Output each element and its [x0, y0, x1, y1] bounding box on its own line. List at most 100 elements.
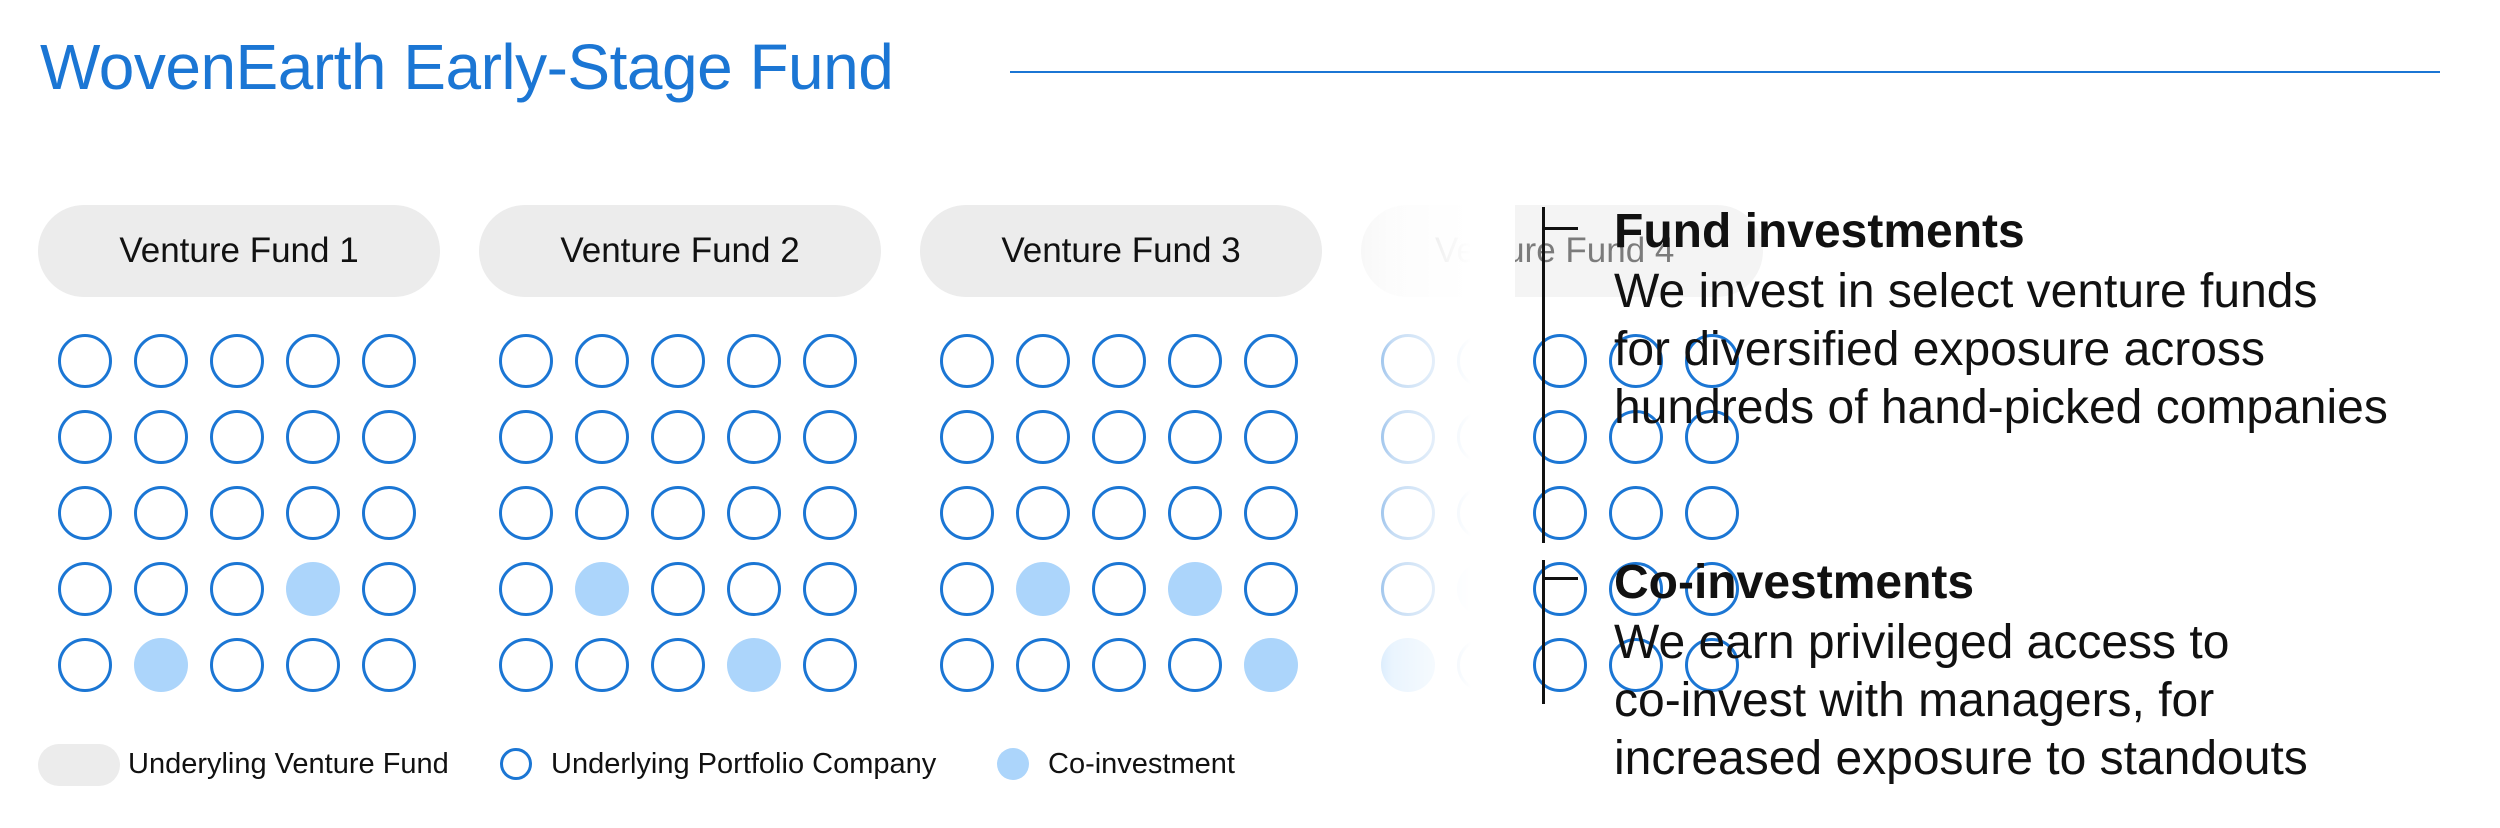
portfolio-company-dot: [210, 410, 264, 464]
portfolio-company-dot: [940, 562, 994, 616]
bracket-fund-investments: [1542, 207, 1545, 543]
portfolio-company-dot: [1609, 334, 1663, 388]
bracket-fund-investments-tick: [1542, 227, 1578, 230]
co-investments-line: co-invest with managers, for: [1614, 674, 2215, 727]
portfolio-company-dot: [134, 486, 188, 540]
portfolio-company-dot: [575, 334, 629, 388]
legend-co-investment-label: Co-investment: [1048, 748, 1235, 780]
portfolio-company-dot: [210, 334, 264, 388]
portfolio-company-dot: [1457, 486, 1511, 540]
portfolio-company-dot: [1092, 562, 1146, 616]
portfolio-company-dot: [803, 334, 857, 388]
fund-investments-body: We invest in select venture funds for di…: [1614, 263, 2388, 437]
portfolio-company-dot: [1457, 334, 1511, 388]
portfolio-company-dot: [651, 638, 705, 692]
portfolio-company-dot: [1016, 334, 1070, 388]
portfolio-company-dot: [651, 410, 705, 464]
portfolio-company-dot: [575, 410, 629, 464]
portfolio-company-dot: [58, 638, 112, 692]
portfolio-company-dot: [499, 410, 553, 464]
portfolio-company-dot: [803, 410, 857, 464]
portfolio-company-dot: [210, 486, 264, 540]
co-investments-line: We earn privileged access to: [1614, 616, 2230, 669]
portfolio-company-dot: [940, 334, 994, 388]
portfolio-company-dot: [1168, 334, 1222, 388]
portfolio-company-dot: [803, 562, 857, 616]
portfolio-company-dot: [1685, 638, 1739, 692]
portfolio-company-dot: [1092, 410, 1146, 464]
portfolio-company-dot: [58, 562, 112, 616]
legend-fund-swatch: [38, 744, 120, 786]
portfolio-company-dot: [1381, 410, 1435, 464]
portfolio-company-dot: [1609, 486, 1663, 540]
portfolio-company-dot: [1016, 638, 1070, 692]
portfolio-company-dot: [1168, 486, 1222, 540]
portfolio-company-dot: [940, 486, 994, 540]
portfolio-company-dot: [1092, 638, 1146, 692]
portfolio-company-dot: [1016, 486, 1070, 540]
portfolio-company-dot: [499, 638, 553, 692]
fund-pill-label: Venture Fund 1: [119, 231, 359, 270]
portfolio-company-dot: [134, 334, 188, 388]
portfolio-company-dot: [1092, 334, 1146, 388]
fund-diagram: Venture Fund 1 Venture Fund 2 Venture Fund…: [38, 190, 1763, 710]
co-investment-dot: [575, 562, 629, 616]
portfolio-company-dot: [1457, 638, 1511, 692]
fund-investments-line: hundreds of hand-picked companies: [1614, 381, 2388, 434]
portfolio-company-dot: [803, 486, 857, 540]
portfolio-company-dot: [499, 562, 553, 616]
fund-investments-line: We invest in select venture funds: [1614, 265, 2318, 318]
portfolio-company-dot: [58, 334, 112, 388]
bracket-co-investments: [1542, 560, 1545, 704]
portfolio-company-dot: [1016, 410, 1070, 464]
portfolio-company-dot: [1381, 486, 1435, 540]
fund-investments-line: for diversified exposure across: [1614, 323, 2265, 376]
portfolio-company-dot: [499, 334, 553, 388]
portfolio-company-dot: [499, 486, 553, 540]
bracket-co-investments-tick: [1542, 577, 1578, 580]
portfolio-company-dot: [286, 638, 340, 692]
co-investment-dot: [1244, 638, 1298, 692]
portfolio-company-dot: [286, 486, 340, 540]
fund-pill-label: Venture Fund 2: [560, 231, 800, 270]
portfolio-company-dot: [727, 486, 781, 540]
portfolio-company-dot: [1092, 486, 1146, 540]
portfolio-company-dot: [1168, 638, 1222, 692]
portfolio-company-dot: [58, 410, 112, 464]
fund-investments-heading: Fund investments: [1614, 205, 2025, 258]
page-title: WovenEarth Early-Stage Fund: [40, 31, 894, 103]
portfolio-company-dot: [1168, 410, 1222, 464]
portfolio-company-dot: [1609, 638, 1663, 692]
portfolio-company-dot: [1244, 334, 1298, 388]
portfolio-company-dot: [210, 638, 264, 692]
portfolio-company-dot: [651, 562, 705, 616]
portfolio-company-dot: [286, 410, 340, 464]
fund-pill: Venture Fund 2: [479, 205, 881, 297]
portfolio-company-dot: [1685, 334, 1739, 388]
portfolio-company-dot: [727, 562, 781, 616]
portfolio-company-dot: [286, 334, 340, 388]
portfolio-company-dot: [1685, 486, 1739, 540]
co-investment-dot: [286, 562, 340, 616]
portfolio-company-dot: [1244, 410, 1298, 464]
portfolio-company-dot: [1381, 334, 1435, 388]
co-investment-dot: [727, 638, 781, 692]
co-investment-dot: [1457, 562, 1511, 616]
co-investments-body: We earn privileged access to co-invest w…: [1614, 614, 2308, 788]
co-investment-dot: [1168, 562, 1222, 616]
fund-pill: Venture Fund 1: [38, 205, 440, 297]
co-investment-dot: [134, 638, 188, 692]
portfolio-company-dot: [1609, 410, 1663, 464]
co-investment-dot: [1381, 638, 1435, 692]
co-investment-dot: [1016, 562, 1070, 616]
co-investments-line: increased exposure to standouts: [1614, 732, 2308, 785]
portfolio-company-dot: [362, 562, 416, 616]
portfolio-company-dot: [727, 334, 781, 388]
portfolio-company-dot: [575, 486, 629, 540]
portfolio-company-dot: [940, 638, 994, 692]
legend-company-label: Underlying Portfolio Company: [551, 748, 937, 780]
fund-pill-label: Venture Fund 3: [1001, 231, 1241, 270]
portfolio-company-dot: [651, 334, 705, 388]
legend-co-investment-swatch: [997, 748, 1029, 780]
portfolio-company-dot: [1609, 562, 1663, 616]
